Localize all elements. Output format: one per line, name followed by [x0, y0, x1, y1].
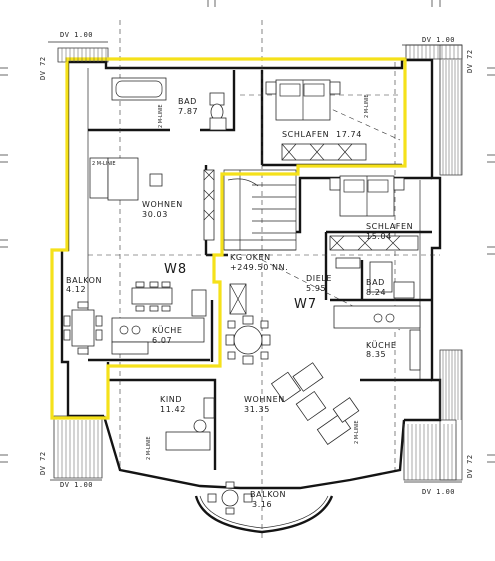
wardrobe-w7: [329, 235, 419, 251]
m-linie-wohnen-w7: 2 M-LINIE: [354, 420, 360, 444]
room-name-kueche-w8: KÜCHE: [152, 325, 183, 335]
room-area-balkon-w8: 4.12: [66, 285, 86, 294]
room-area-kueche-w7: 8.35: [366, 350, 386, 359]
room-name-schlafen-w8: SCHLAFEN: [282, 130, 329, 139]
roof-hatching: [403, 424, 457, 480]
room-name-balkon-w7: BALKON: [250, 490, 286, 499]
cabinet-w8: [203, 169, 215, 241]
dv-label-bottom-left: DV 1.00: [60, 481, 93, 489]
room-name-kind-w7: KIND: [160, 395, 182, 404]
margin-ticks: [0, 0, 495, 463]
kitchen-counter-w7: [333, 305, 421, 329]
room-area-schlafen-w7: 15.04: [366, 232, 392, 241]
roof-hatching: [439, 60, 462, 175]
m-linie-bad-w8: 2 M-LINIE: [158, 104, 164, 128]
lounge-chair-2: [292, 362, 324, 392]
roof-hatching: [57, 48, 107, 62]
furniture-w7: [165, 175, 421, 534]
unit-label-w8: W8: [164, 262, 187, 277]
room-area-schlafen-w8: 17.74: [336, 130, 362, 139]
m-linie-wohnen-w8: 2 M-LINIE: [92, 161, 116, 167]
room-name-balkon-w8: BALKON: [66, 276, 102, 285]
bathtub: [111, 77, 167, 101]
unit-w8-highlight-outline: [50, 57, 407, 420]
room-name-kueche-w7: KÜCHE: [366, 340, 397, 350]
room-area-balkon-w7: 3.16: [252, 500, 272, 509]
roof-dormer-top-right: [405, 44, 463, 176]
room-name-wohnen-w8: WOHNEN: [142, 200, 183, 209]
dv-label-top-right: DV 1.00: [422, 36, 455, 44]
dv72-label-top-right: DV 72: [466, 49, 474, 73]
staircase: [223, 169, 297, 251]
desk-kind: [165, 431, 211, 451]
room-area-wohnen-w7: 31.35: [244, 405, 270, 414]
room-area-kueche-w8: 6.07: [152, 336, 172, 345]
room-name-bad-w7: BAD: [366, 278, 385, 287]
sideboard-w8: [191, 289, 207, 317]
room-area-wohnen-w8: 30.03: [142, 210, 168, 219]
sofa-w8: [107, 157, 139, 201]
furniture-w8: [63, 77, 367, 355]
balcony-table-w8: [71, 309, 95, 347]
unit-label-w7: W7: [294, 297, 317, 312]
roof-hatching: [439, 350, 462, 420]
roof-hatching: [405, 45, 463, 59]
dining-table-w8: [131, 287, 173, 305]
lounge-table: [295, 390, 327, 422]
round-dining-table-w7: [233, 325, 263, 355]
room-name-schlafen-w7: SCHLAFEN: [366, 222, 413, 231]
m-linie-kind-w7: 2 M-LINIE: [146, 436, 152, 460]
dv72-label-bottom-right: DV 72: [466, 454, 474, 478]
m-linie-schlafen-w8: 2 M-LINIE: [364, 94, 370, 118]
dv-label-bottom-right: DV 1.00: [422, 488, 455, 496]
roof-hatching: [53, 420, 103, 478]
wardrobe-w8: [281, 143, 367, 161]
kg-height-label: +249.50 NN.: [230, 263, 288, 272]
dv72-label-bottom-left: DV 72: [39, 451, 47, 475]
room-name-wohnen-w7: WOHNEN: [244, 395, 285, 404]
dv72-label-top-left: DV 72: [39, 56, 47, 80]
kitchen-counter-w8: [111, 317, 205, 343]
coffee-table-w8: [149, 173, 163, 187]
room-name-diele-w7: DIELE: [306, 274, 332, 283]
room-area-diele-w7: 5.95: [306, 284, 326, 293]
room-area-bad-w8: 7.87: [178, 107, 198, 116]
toilet: [209, 92, 225, 106]
outer-walls: [60, 58, 442, 490]
bad-w7-shower: [393, 281, 415, 299]
bad-sink: [209, 117, 227, 131]
room-name-bad-w8: BAD: [178, 97, 197, 106]
kg-oken-label: KG OKEN: [230, 253, 271, 262]
balcony-table-w7: [221, 489, 239, 507]
room-area-bad-w7: 8.24: [366, 288, 386, 297]
room-area-kind-w7: 11.42: [160, 405, 186, 414]
lounge-chair-1: [270, 371, 302, 403]
dv-label-top-left: DV 1.00: [60, 31, 93, 39]
bathtub-w7: [369, 261, 393, 293]
bad-w7-basin: [335, 257, 361, 269]
